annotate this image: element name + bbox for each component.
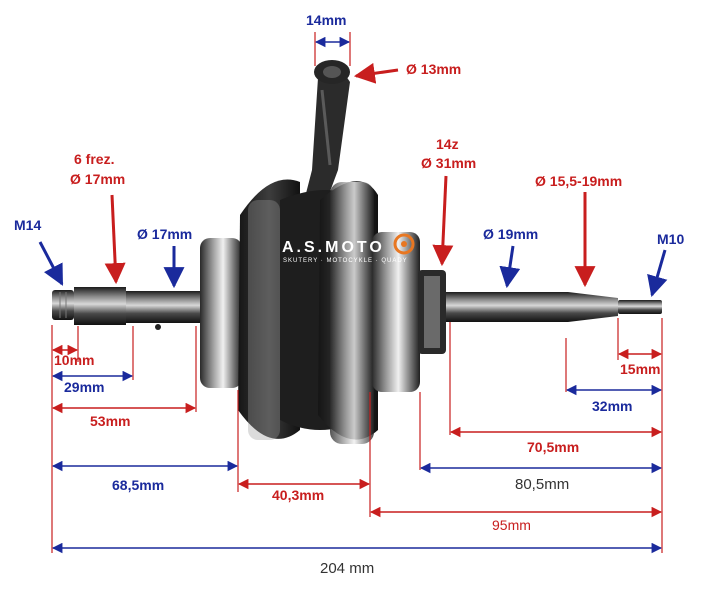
dim-15mm: 15mm bbox=[620, 361, 660, 377]
label-conrod-width: 14mm bbox=[306, 12, 346, 28]
label-right-taper: Ø 15,5-19mm bbox=[535, 173, 622, 189]
label-sprocket-line1: 14z bbox=[436, 136, 459, 152]
label-right-journal: Ø 19mm bbox=[483, 226, 538, 242]
dim-29mm: 29mm bbox=[64, 379, 104, 395]
dim-80-5mm: 80,5mm bbox=[515, 476, 569, 493]
labels: 14mm Ø 13mm M14 6 frez. Ø 17mm Ø 17mm 14… bbox=[14, 12, 684, 577]
sprocket bbox=[418, 270, 446, 354]
dim-53mm: 53mm bbox=[90, 413, 130, 429]
dim-32mm: 32mm bbox=[592, 398, 632, 414]
dim-68-5mm: 68,5mm bbox=[112, 477, 164, 493]
brand-logo: A.S.MOTO SKUTERY · MOTOCYKLE · QUADY bbox=[282, 233, 415, 264]
brand-tagline: SKUTERY · MOTOCYKLE · QUADY bbox=[283, 258, 408, 264]
dim-10mm: 10mm bbox=[54, 352, 94, 368]
label-sprocket-line2: Ø 31mm bbox=[421, 155, 476, 171]
label-left-journal: Ø 17mm bbox=[137, 226, 192, 242]
dim-40-3mm: 40,3mm bbox=[272, 487, 324, 503]
left-shaft bbox=[52, 287, 206, 330]
label-left-spline-line2: Ø 17mm bbox=[70, 171, 125, 187]
label-pin-diameter: Ø 13mm bbox=[406, 61, 461, 77]
crankshaft bbox=[52, 60, 662, 444]
right-shaft bbox=[446, 292, 662, 322]
left-bearing bbox=[200, 238, 242, 388]
label-left-thread: M14 bbox=[14, 217, 41, 233]
right-bearing bbox=[372, 232, 420, 392]
brand-logo-text: A.S.MOTO bbox=[282, 239, 385, 256]
label-right-thread: M10 bbox=[657, 231, 684, 247]
dimension-lines bbox=[51, 36, 663, 554]
dim-70-5mm: 70,5mm bbox=[527, 439, 579, 455]
dim-95mm: 95mm bbox=[492, 517, 531, 533]
connecting-rod bbox=[303, 60, 350, 205]
pointer-arrows bbox=[38, 62, 668, 298]
dim-204mm: 204 mm bbox=[320, 560, 374, 577]
label-left-spline-line1: 6 frez. bbox=[74, 151, 114, 167]
